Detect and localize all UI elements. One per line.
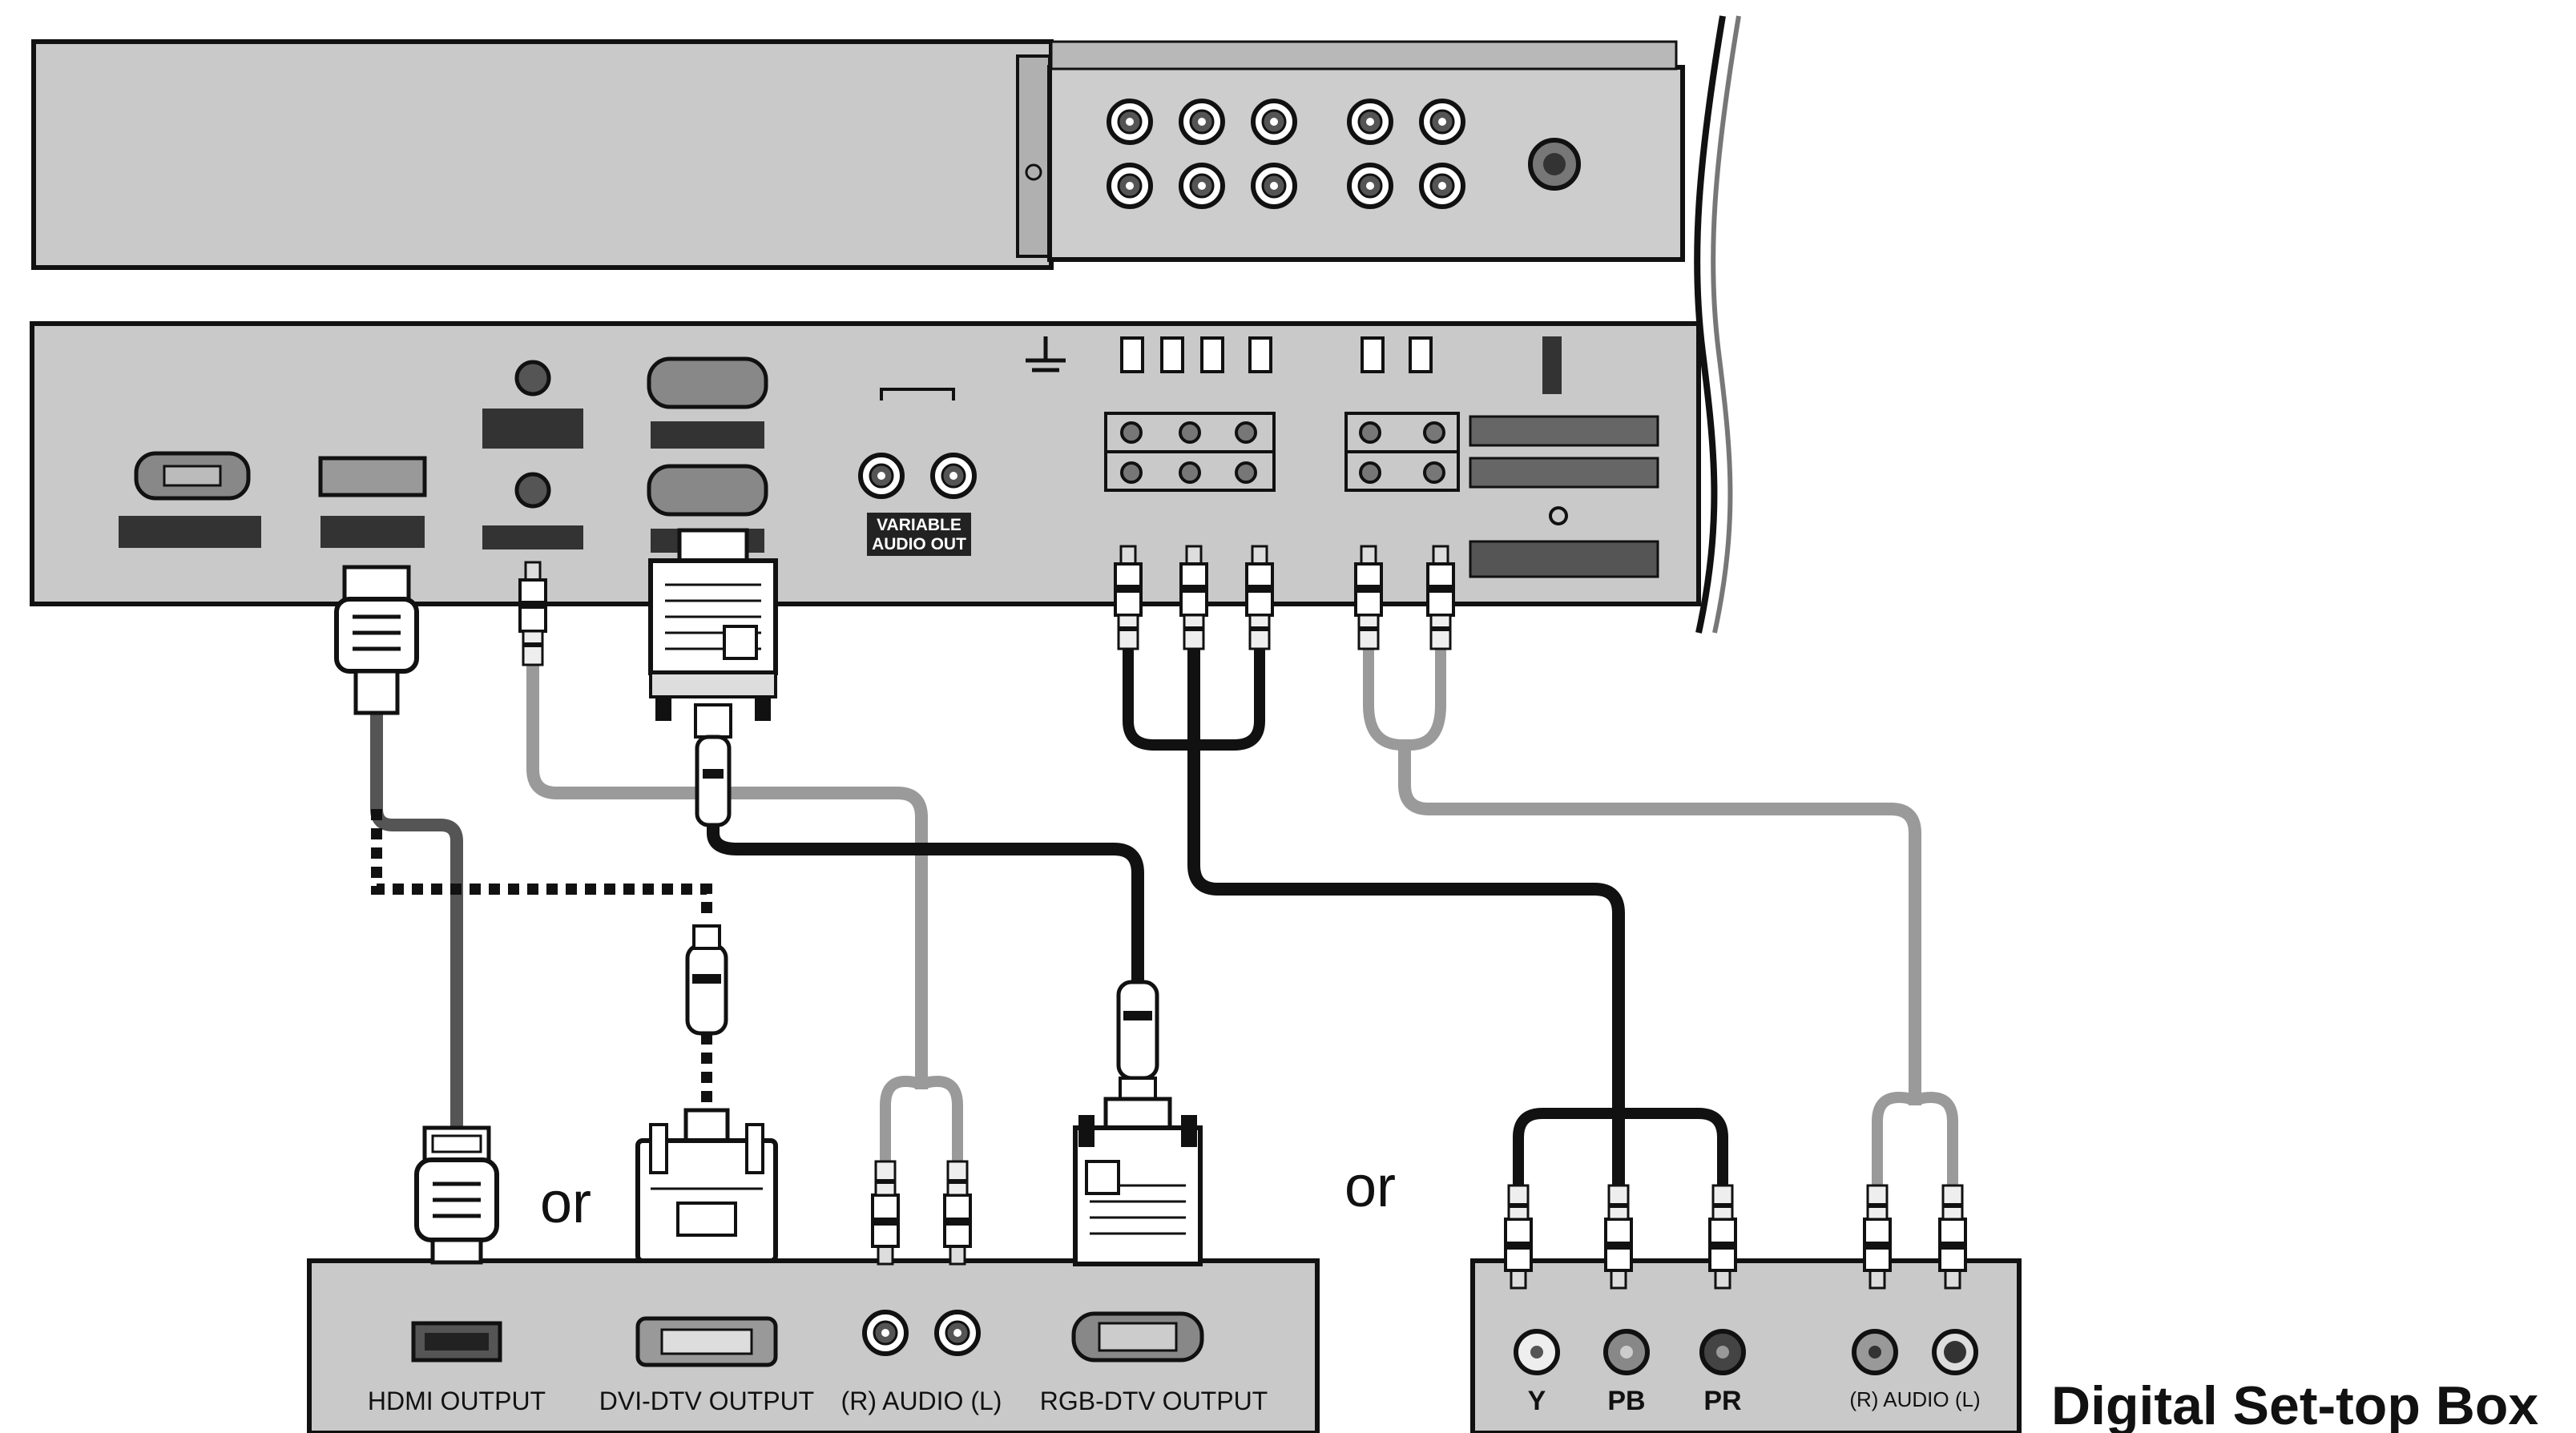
variable-audio-out: VARIABLE AUDIO OUT [861, 388, 974, 556]
rgb-dvi-ports [647, 356, 768, 553]
rgb-plug-mid [1116, 980, 1159, 1101]
hdmi-plug-source [414, 1125, 499, 1265]
stb-pr-label: PR [1703, 1386, 1741, 1416]
stb-audio-label: (R) AUDIO (L) [1849, 1387, 1980, 1411]
component-cable [1187, 649, 1625, 1185]
dvi-output-jack [635, 1316, 778, 1367]
hdmi-output-label: HDMI OUTPUT [368, 1387, 546, 1415]
tv-rear-panel: VARIABLE AUDIO OUT [30, 15, 1741, 634]
side-panel-jacks [1109, 101, 1581, 207]
component-input-block [1104, 336, 1659, 578]
dvi-dtv-output-label: DVI-DTV OUTPUT [599, 1387, 814, 1415]
source-device-box: HDMI OUTPUT DVI-DTV OUTPUT (R) AUDIO (L) [307, 1097, 1320, 1433]
tv-side-panel [31, 39, 1685, 270]
digital-set-top-box-label: Digital Set-top Box [2051, 1375, 2538, 1433]
rgb-plug-source [1073, 1097, 1203, 1266]
stb-component-jacks [1514, 1329, 1978, 1375]
audio-out-label: AUDIO OUT [872, 535, 966, 553]
rgb-output-jack [1071, 1311, 1204, 1363]
ground-symbol [1026, 336, 1066, 372]
dvi-plug-mid [685, 924, 728, 1036]
audio-in-jacks [482, 360, 583, 549]
digital-set-top-box: Y PB PR (R) AUDIO (L) [1470, 1184, 2022, 1433]
rgb-cable [707, 801, 1144, 985]
hdmi-plug-tv [334, 565, 419, 715]
dvi-plug-source [635, 1108, 778, 1263]
rgb-plug-tv [648, 528, 778, 827]
variable-label: VARIABLE [877, 516, 961, 534]
rgb-dtv-output-label: RGB-DTV OUTPUT [1040, 1387, 1268, 1415]
hdmi-output-jack [411, 1321, 502, 1363]
stb-pb-label: PB [1607, 1386, 1645, 1416]
hdmi-dvi-dotted-cable [371, 809, 712, 921]
rs232-port [119, 451, 261, 548]
audio-plugs-source [871, 1160, 972, 1266]
hdmi-input-port [318, 456, 427, 548]
or-label-left: or [540, 1171, 591, 1235]
stb-y-label: Y [1528, 1386, 1546, 1416]
hdmi-cable [370, 713, 463, 1137]
component-audio-cable [1363, 649, 1446, 751]
audio-rl-label: (R) AUDIO (L) [841, 1387, 1002, 1415]
or-label-right: or [1344, 1155, 1396, 1219]
